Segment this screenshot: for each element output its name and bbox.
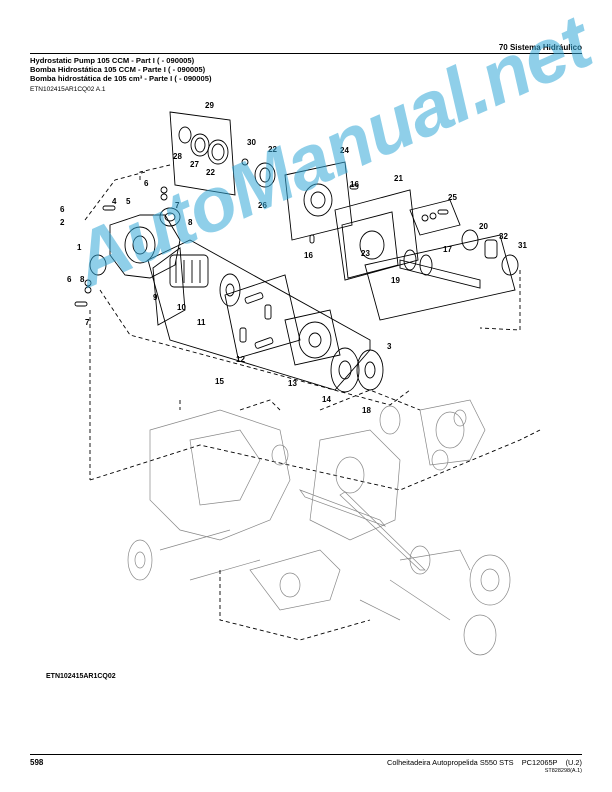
callout-2: 2 bbox=[60, 218, 65, 227]
callout-3: 3 bbox=[387, 342, 392, 351]
callout-12: 12 bbox=[236, 355, 245, 364]
callout-5: 5 bbox=[126, 197, 131, 206]
callout-32: 32 bbox=[499, 232, 508, 241]
callout-31: 31 bbox=[518, 241, 527, 250]
page-titles: Hydrostatic Pump 105 CCM - Part I ( - 09… bbox=[30, 56, 211, 83]
callout-10: 10 bbox=[177, 303, 186, 312]
callout-4: 4 bbox=[112, 197, 117, 206]
callout-17: 17 bbox=[443, 245, 452, 254]
callout-11: 11 bbox=[197, 318, 206, 327]
callout-7a: 7 bbox=[175, 201, 180, 210]
section-title: 70 Sistema Hidráulico bbox=[498, 43, 582, 52]
figure-reference: ETN102415AR1CQ02 A.1 bbox=[30, 86, 106, 93]
callout-8b: 8 bbox=[80, 275, 85, 284]
callout-25: 25 bbox=[448, 193, 457, 202]
figure-caption: ETN102415AR1CQ02 bbox=[46, 673, 116, 680]
callout-19: 19 bbox=[391, 276, 400, 285]
callout-9: 9 bbox=[153, 293, 158, 302]
callout-15: 15 bbox=[215, 377, 224, 386]
callout-6c: 6 bbox=[67, 275, 72, 284]
callout-6b: 6 bbox=[60, 205, 65, 214]
header-divider bbox=[30, 53, 582, 54]
callout-8a: 8 bbox=[188, 218, 193, 227]
callout-18: 18 bbox=[362, 406, 371, 415]
callout-23: 23 bbox=[361, 249, 370, 258]
footer-title: Colheitadeira Autopropelida S550 STS PC1… bbox=[386, 758, 582, 767]
footer-divider bbox=[30, 754, 582, 755]
callout-16b: 16 bbox=[304, 251, 313, 260]
callout-22b: 22 bbox=[206, 168, 215, 177]
callout-29: 29 bbox=[205, 101, 214, 110]
callout-30: 30 bbox=[247, 138, 256, 147]
callout-21: 21 bbox=[394, 174, 403, 183]
callout-24: 24 bbox=[340, 146, 349, 155]
callout-14: 14 bbox=[322, 395, 331, 404]
title-en: Hydrostatic Pump 105 CCM - Part I ( - 09… bbox=[30, 56, 195, 65]
callout-6a: 6 bbox=[144, 179, 149, 188]
page-number: 598 bbox=[30, 758, 44, 767]
callout-16a: 16 bbox=[350, 180, 359, 189]
callout-7b: 7 bbox=[85, 318, 90, 327]
callout-1: 1 bbox=[77, 243, 82, 252]
callout-13: 13 bbox=[288, 379, 297, 388]
title-pt: Bomba Hidrostática 105 CCM - Parte I ( -… bbox=[30, 65, 206, 74]
callout-28: 28 bbox=[173, 152, 182, 161]
callout-27: 27 bbox=[190, 160, 199, 169]
callout-20: 20 bbox=[479, 222, 488, 231]
footer-code: ST828298(A.1) bbox=[544, 768, 582, 774]
exploded-parts-diagram: 1 2 3 4 5 6 6 6 7 7 8 8 9 10 11 12 13 14… bbox=[60, 101, 541, 656]
title-es: Bomba hidrostática de 105 cm³ - Parte I … bbox=[30, 74, 212, 83]
callout-22a: 22 bbox=[268, 145, 277, 154]
callout-26: 26 bbox=[258, 201, 267, 210]
